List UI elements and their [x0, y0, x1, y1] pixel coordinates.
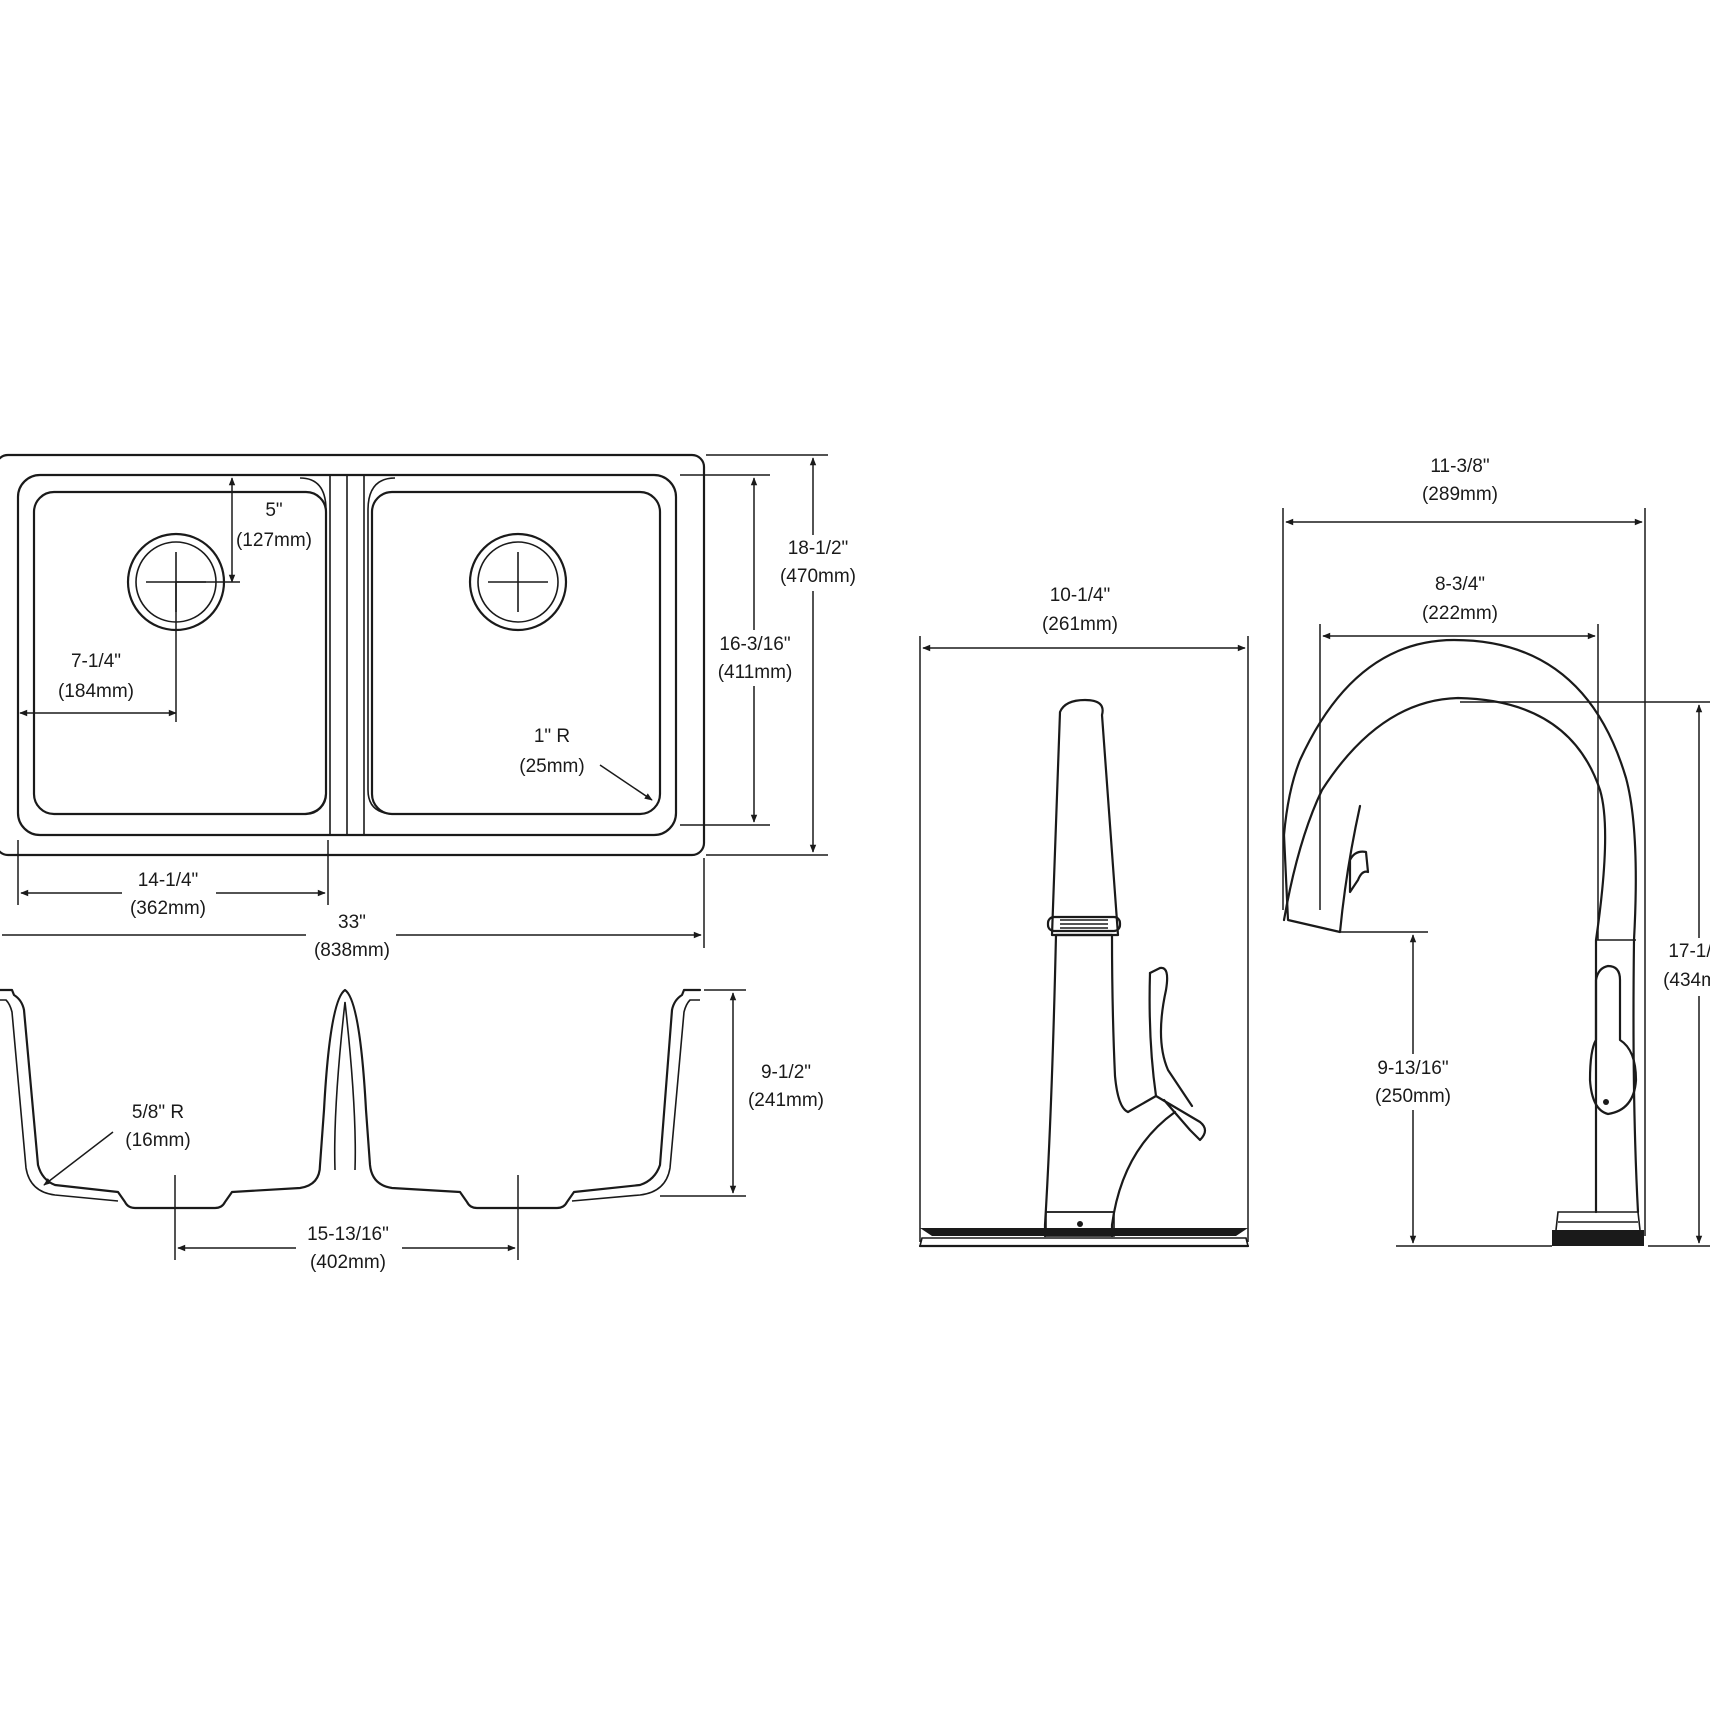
dim-bowl-width-mm: (362mm): [130, 898, 206, 919]
right-drain: [468, 532, 568, 632]
dim-drain-spacing-in: 15-13/16": [307, 1224, 389, 1245]
dim-bowl-depth-mm: (411mm): [718, 662, 793, 683]
sink-outer-rim: [0, 453, 706, 857]
sink-section-view: 5/8" R (16mm) 9-1/2" (241mm) 15-13/16" (…: [0, 988, 826, 1276]
dim-spout-reach-in: 8-3/4": [1435, 574, 1485, 595]
faucet-side-handle: [1588, 964, 1638, 1116]
dim-spout-reach-mm: (222mm): [1422, 603, 1498, 624]
dim-bowl-depth-in: 16-3/16": [719, 634, 790, 655]
dim-drain-offset-side-in: 7-1/4": [71, 651, 121, 672]
faucet-side-view: 11-3/8" (289mm) 8-3/4" (222mm) 9-13/16" …: [1282, 456, 1710, 1247]
dim-corner-radius-mm: (25mm): [519, 756, 584, 777]
dim-overall-height-in: 17-1/: [1668, 941, 1710, 962]
faucet-front-handle: [1126, 1094, 1207, 1142]
dim-spout-clearance-mm: (250mm): [1375, 1086, 1451, 1107]
dim-overall-depth-in: 18-1/2": [788, 538, 849, 559]
dim-overall-width-mm: (838mm): [314, 940, 390, 961]
dim-drain-offset-top-mm: (127mm): [236, 530, 312, 551]
sink-top-view: 5" (127mm) 7-1/4" (184mm) 1" R (25mm) 16…: [0, 453, 856, 962]
dim-overall-depth-mm: (470mm): [780, 566, 856, 587]
faucet-side-spout: [1282, 696, 1607, 1214]
dim-overall-reach-mm: (289mm): [1422, 484, 1498, 505]
dim-bottom-radius-mm: (16mm): [125, 1130, 190, 1151]
dim-overall-height-mm: (434m: [1663, 970, 1710, 991]
faucet-front-spray-head: [1050, 698, 1120, 937]
dim-drain-spacing-mm: (402mm): [310, 1252, 386, 1273]
faucet-front-body: [1043, 933, 1130, 1238]
dim-bowl-height-mm: (241mm): [748, 1090, 824, 1111]
dim-bowl-height-in: 9-1/2": [761, 1062, 811, 1083]
dim-overall-reach-in: 11-3/8": [1430, 456, 1489, 477]
dim-drain-offset-top-in: 5": [265, 500, 282, 521]
dim-deck-plate-width-in: 10-1/4": [1050, 585, 1111, 606]
dim-deck-plate-width-mm: (261mm): [1042, 614, 1118, 635]
sink-section-profile: [0, 988, 702, 1210]
right-bowl: [370, 490, 662, 816]
dim-spout-clearance-in: 9-13/16": [1377, 1058, 1448, 1079]
dim-overall-width-in: 33": [338, 912, 366, 933]
dim-corner-radius-in: 1" R: [534, 726, 570, 747]
dim-drain-offset-side-mm: (184mm): [58, 681, 134, 702]
faucet-side-base: [1552, 1230, 1644, 1246]
deck-plate: [920, 1228, 1248, 1236]
dim-bowl-width-in: 14-1/4": [138, 870, 199, 891]
dim-bottom-radius-in: 5/8" R: [132, 1102, 184, 1123]
faucet-front-view: 10-1/4" (261mm): [918, 585, 1250, 1248]
